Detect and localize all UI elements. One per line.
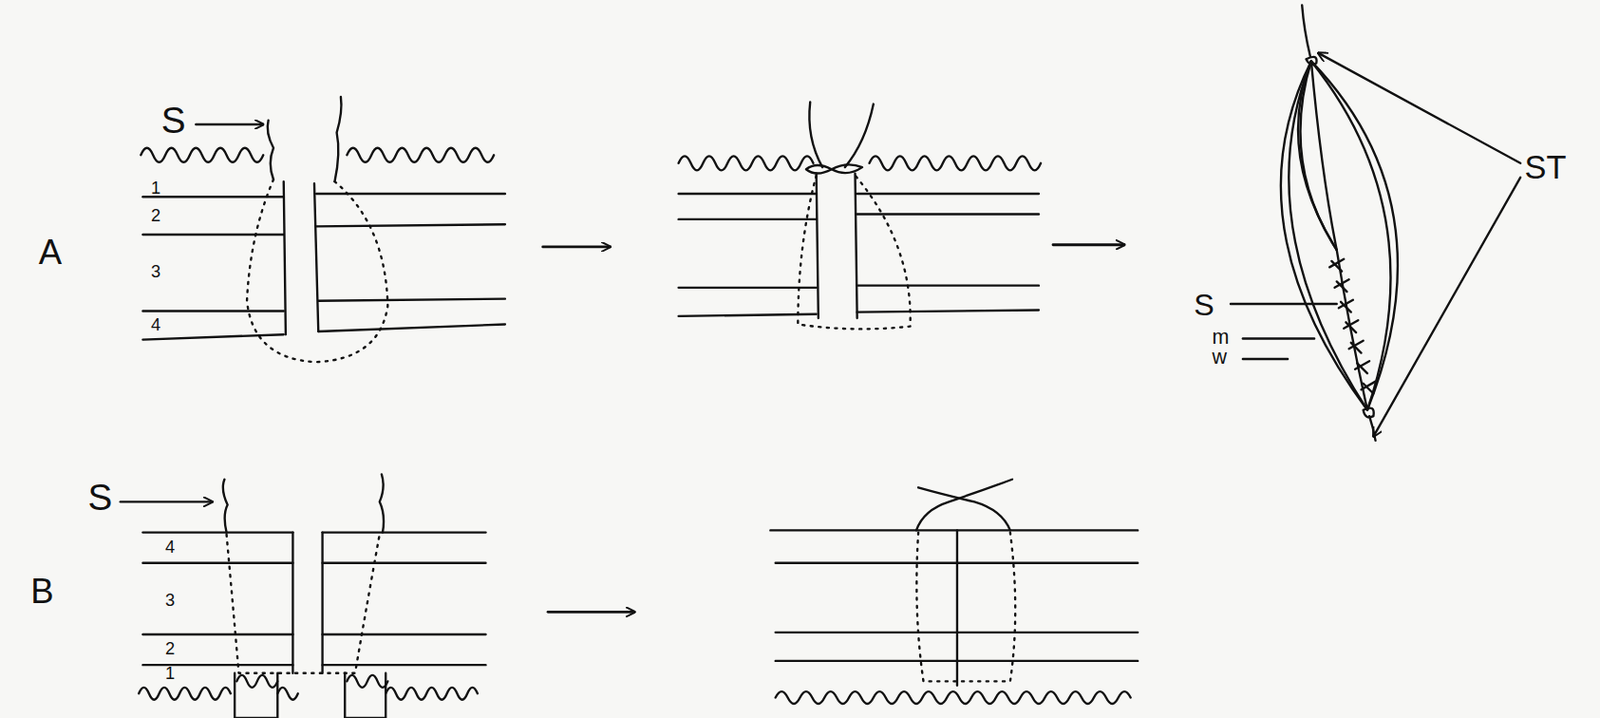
- part-letter: S: [1193, 289, 1215, 320]
- part-letter: w: [1212, 346, 1228, 367]
- panel-b-after: [770, 479, 1138, 704]
- step-arrow: [1053, 243, 1125, 246]
- layer-number: 2: [150, 207, 161, 225]
- panel-b-before: [120, 473, 487, 718]
- closed-wound: [1230, 4, 1521, 441]
- part-letter: S: [161, 101, 187, 139]
- step-arrow: [547, 610, 635, 614]
- part-letter: ST: [1524, 150, 1566, 184]
- panel-a-before: [140, 96, 506, 362]
- panel-letter: B: [30, 573, 54, 609]
- panel-a-after: [678, 101, 1041, 329]
- layer-number: 1: [150, 179, 161, 197]
- part-letter: m: [1212, 326, 1230, 347]
- layer-number: 3: [150, 263, 161, 281]
- layer-number: 3: [165, 591, 175, 609]
- step-arrow: [543, 244, 611, 248]
- layer-number: 1: [165, 664, 175, 682]
- layer-number: 4: [150, 316, 161, 334]
- panel-letter: A: [38, 234, 62, 270]
- layer-number: 2: [165, 640, 175, 658]
- layer-number: 4: [165, 538, 175, 556]
- part-letter: S: [87, 479, 113, 517]
